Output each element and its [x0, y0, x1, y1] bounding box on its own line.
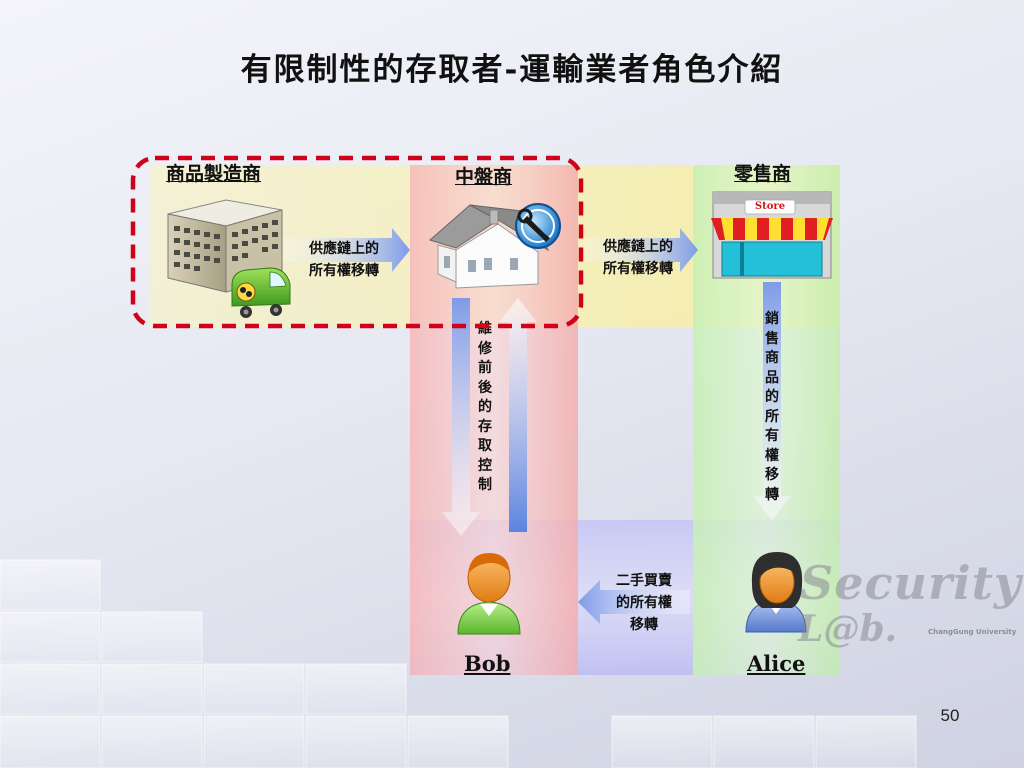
logo-university: ChangGung University — [928, 628, 1017, 636]
second-hand-line2: 的所有權 — [616, 595, 672, 611]
repair-arrow-up — [499, 298, 537, 532]
store-icon — [711, 191, 833, 279]
supply-text-2-line2: 所有權移轉 — [603, 261, 673, 277]
supply-text-1-line2: 所有權移轉 — [309, 263, 379, 279]
manufacturer-label: 商品製造商 — [166, 163, 262, 185]
store-sign-text: Store — [754, 201, 786, 212]
repair-arrow-down — [442, 298, 480, 536]
bob-person-icon — [457, 553, 521, 635]
supply-arrow-2 — [583, 228, 698, 272]
sales-text: 銷售商品的所有權移轉 — [765, 311, 779, 503]
second-hand-arrow — [578, 580, 690, 624]
second-hand-line1: 二手買賣 — [616, 573, 672, 589]
bob-label: Bob — [464, 651, 511, 676]
logo-line1: Security — [800, 556, 1022, 610]
alice-person-icon — [745, 552, 807, 633]
second-hand-line3: 移轉 — [630, 617, 658, 633]
slide-title: 有限制性的存取者-運輸業者角色介紹 — [240, 52, 784, 88]
alice-label: Alice — [747, 651, 806, 676]
second-hand-text: 二手買賣 的所有權 移轉 — [594, 570, 694, 636]
supply-arrow-1 — [283, 228, 410, 272]
retailer-label: 零售商 — [734, 163, 792, 185]
logo-line2: L@b. — [798, 608, 898, 650]
supply-text-2: 供應鏈上的 所有權移轉 — [582, 236, 694, 280]
security-lab-logo: Security L@b. ChangGung University — [788, 556, 1024, 666]
sales-arrow-down — [753, 282, 791, 520]
supply-text-2-line1: 供應鏈上的 — [603, 239, 673, 255]
repair-tool-icon — [515, 203, 561, 249]
supply-text-1: 供應鏈上的 所有權移轉 — [288, 238, 400, 282]
page-number: 50 — [940, 706, 960, 725]
delivery-truck-icon — [231, 267, 291, 318]
middleman-label: 中盤商 — [455, 166, 513, 188]
supply-text-1-line1: 供應鏈上的 — [309, 241, 379, 257]
